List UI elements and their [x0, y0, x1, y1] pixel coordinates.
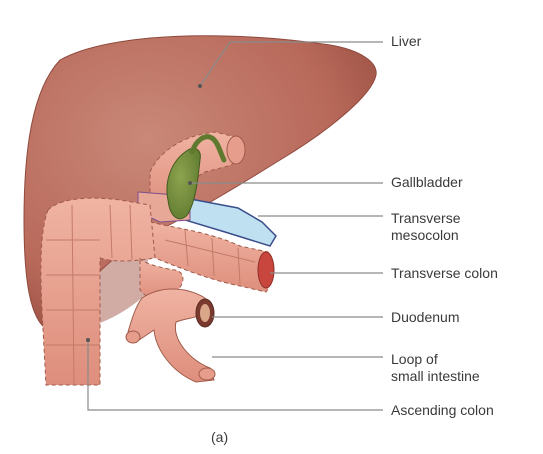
label-transverse-mesocolon: Transverse mesocolon [391, 210, 461, 244]
duodenum-upper-end [226, 135, 246, 165]
label-ascending-colon: Ascending colon [391, 402, 494, 418]
transverse-colon-lines [164, 229, 256, 285]
panel-label: (a) [211, 429, 229, 445]
label-duodenum: Duodenum [391, 309, 460, 325]
small-intestine-end [198, 367, 216, 381]
transverse-colon-end [257, 251, 275, 289]
small-intestine-shape [127, 288, 215, 383]
duodenum-opening-rim [200, 304, 210, 322]
label-transverse-mesocolon-line1: Transverse [391, 210, 461, 226]
transverse-mesocolon-shape [184, 197, 277, 247]
label-loop-small-intestine-line1: Loop of [391, 351, 438, 367]
small-intestine-start [125, 330, 141, 344]
gallbladder-shape [166, 147, 201, 220]
transverse-colon-shape [149, 221, 273, 293]
leader-lines [87, 41, 383, 411]
leader-liver [199, 41, 383, 87]
leader-ascending-dot [86, 338, 90, 342]
label-gallbladder: Gallbladder [391, 174, 463, 190]
label-transverse-colon: Transverse colon [391, 265, 498, 281]
label-liver: Liver [391, 33, 422, 49]
ascending-colon-shape [40, 197, 156, 386]
label-loop-small-intestine: Loop of small intestine [391, 351, 480, 385]
label-transverse-mesocolon-line2: mesocolon [391, 227, 459, 243]
leader-ascending-colon [87, 340, 383, 411]
label-loop-small-intestine-line2: small intestine [391, 368, 480, 384]
cystic-duct [189, 134, 227, 163]
ascending-colon-lines [46, 204, 133, 386]
leader-liver-dot [198, 84, 202, 88]
leader-gallbladder-dot [188, 181, 192, 185]
